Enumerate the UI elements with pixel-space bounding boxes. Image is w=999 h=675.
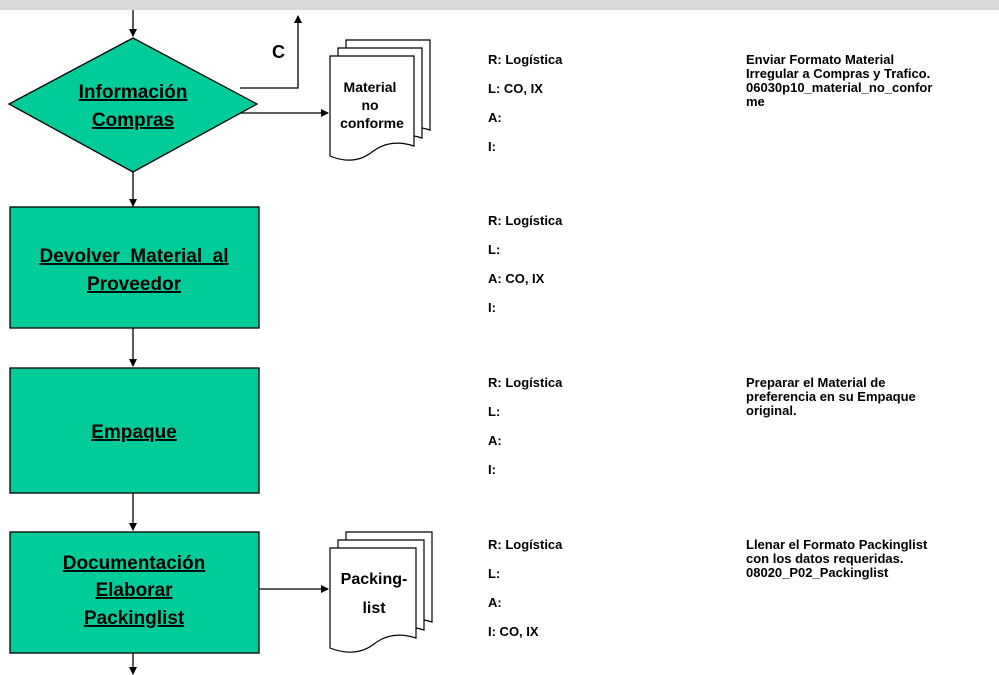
documentacion-label-line-3: Packinglist [84,608,185,629]
empaque-label: Empaque [91,422,177,443]
top-band [0,0,999,10]
material-doc-line-3: conforme [340,115,404,131]
raci-l: L: [488,566,501,581]
raci-a: A: [488,110,502,125]
decision-informacion-compras: Información Compras [7,37,259,173]
document-material-no-conforme: Material no conforme [329,39,431,161]
raci-i: I: [488,139,496,154]
raci-l: L: CO, IX [488,81,543,96]
raci-i: I: [488,462,496,477]
decision-label-line-2: Compras [92,110,174,131]
devolver-label-line-2: Proveedor [87,274,182,295]
process-devolver-material: Devolver Material al Proveedor [9,206,260,329]
raci-a: A: CO, IX [488,271,545,286]
note-documentacion: Llenar el Formato Packinglist con los da… [746,537,928,580]
raci-block-empaque: R: Logística L: A: I: [488,375,668,491]
documentacion-label-line-1: Documentación [63,553,206,574]
devolver-label-line-1: Devolver Material al [39,246,228,267]
raci-block-documentacion: R: Logística L: A: I: CO, IX [488,537,668,653]
process-empaque: Empaque [9,367,260,494]
raci-r: R: Logística [488,213,563,228]
material-doc-line-1: Material [344,79,397,95]
packing-doc-line-1: Packing- [341,571,408,588]
arrow-decision-to-connector-c [240,15,302,89]
raci-r: R: Logística [488,52,563,67]
material-doc-line-2: no [361,97,378,113]
packing-doc-line-2: list [362,600,386,617]
document-packinglist: Packing- list [329,531,433,653]
note-informacion: Enviar Formato Material Irregular a Comp… [746,52,933,109]
raci-i: I: [488,300,496,315]
raci-l: L: [488,404,501,419]
documentacion-label-line-2: Elaborar [95,580,173,601]
raci-i: I: CO, IX [488,624,539,639]
raci-a: A: [488,595,502,610]
note-empaque: Preparar el Material de preferencia en s… [746,375,916,418]
raci-a: A: [488,433,502,448]
decision-label-line-1: Información [79,82,188,103]
raci-block-devolver: R: Logística L: A: CO, IX I: [488,213,668,329]
process-documentacion-packinglist: Documentación Elaborar Packinglist [9,531,260,654]
raci-r: R: Logística [488,537,563,552]
raci-r: R: Logística [488,375,563,390]
raci-l: L: [488,242,501,257]
connector-c-label: C [272,42,285,62]
raci-block-informacion: R: Logística L: CO, IX A: I: [488,52,668,168]
